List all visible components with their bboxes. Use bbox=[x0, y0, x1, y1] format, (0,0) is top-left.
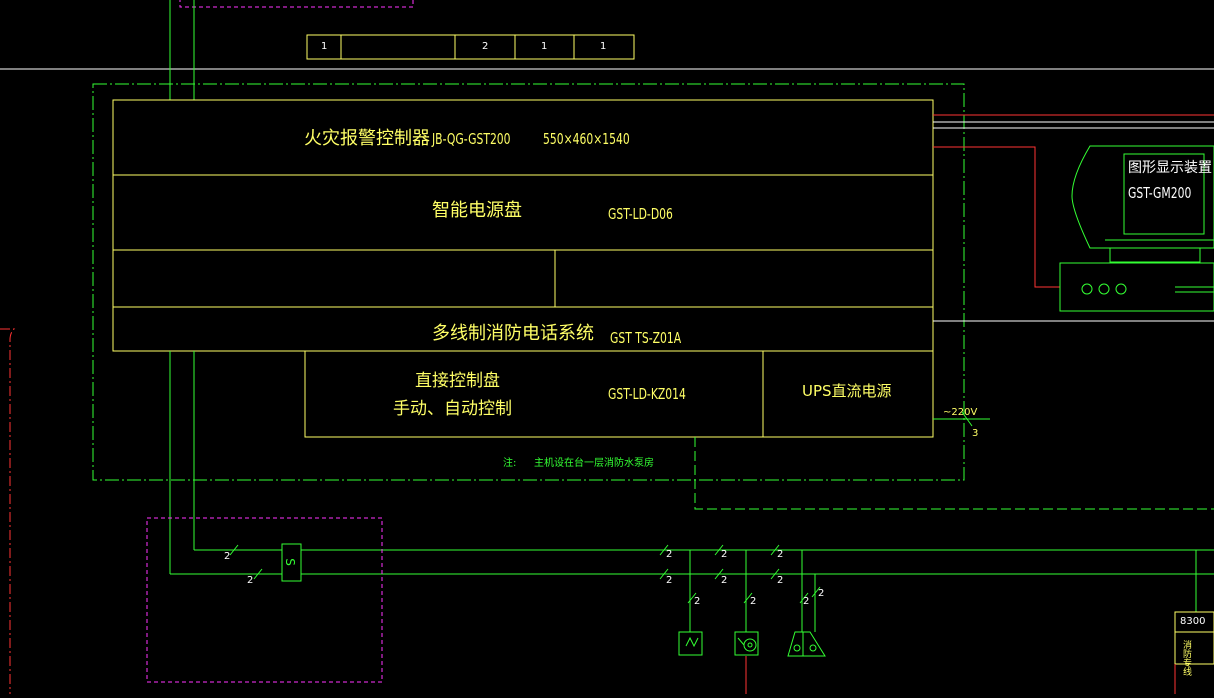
title-cell-5: 1 bbox=[600, 41, 607, 52]
wire-label: 2 bbox=[224, 551, 231, 562]
cabinet-box bbox=[112, 99, 934, 438]
controller-model: JB-QG-GST200 bbox=[432, 130, 511, 148]
wire-ticks bbox=[229, 544, 821, 604]
wire-label: 2 bbox=[803, 596, 810, 607]
direct-panel-name: 直接控制盘 bbox=[415, 371, 500, 391]
cabinet-frame bbox=[92, 83, 965, 481]
direct-panel-model: GST-LD-KZ014 bbox=[608, 385, 686, 403]
wire-label: 2 bbox=[777, 549, 784, 560]
title-cell-3: 2 bbox=[482, 41, 489, 52]
direct-panel-mode: 手动、自动控制 bbox=[393, 399, 512, 419]
title-table bbox=[306, 34, 635, 60]
supply-count: 3 bbox=[972, 428, 979, 439]
wire-label: 2 bbox=[777, 575, 784, 586]
wire-label: 2 bbox=[721, 575, 728, 586]
wire-label: 2 bbox=[818, 588, 825, 599]
note-label: 注: bbox=[503, 458, 517, 469]
wire-label: 2 bbox=[721, 549, 728, 560]
supply-voltage: ~220V bbox=[943, 407, 978, 418]
field-devices bbox=[678, 631, 826, 657]
horn-device-icon bbox=[787, 631, 826, 657]
right-device-code: 8300 bbox=[1180, 616, 1206, 627]
right-device-box bbox=[1174, 611, 1214, 665]
right-device-name: 消防专线 bbox=[1181, 640, 1191, 676]
magenta-area bbox=[146, 517, 383, 683]
monitor-icon bbox=[1059, 145, 1214, 312]
red-dashdot-line bbox=[0, 328, 16, 694]
power-panel-name: 智能电源盘 bbox=[432, 200, 522, 221]
s-module-label: S bbox=[282, 558, 297, 566]
bell-device-icon bbox=[734, 631, 759, 656]
wire-label: 2 bbox=[694, 596, 701, 607]
wire-label: 2 bbox=[666, 575, 673, 586]
wire-label: 2 bbox=[666, 549, 673, 560]
display-name: 图形显示装置 bbox=[1128, 160, 1212, 176]
note-text: 主机设在台一层消防水泵房 bbox=[534, 458, 654, 469]
device-drops bbox=[689, 550, 1197, 632]
dashed-cable bbox=[694, 437, 1214, 510]
title-cell-4: 1 bbox=[541, 41, 548, 52]
phone-system-name: 多线制消防电话系统 bbox=[432, 323, 594, 344]
controller-name: 火灾报警控制器 bbox=[304, 128, 430, 149]
title-cell-1: 1 bbox=[321, 41, 328, 52]
wire-label: 2 bbox=[750, 596, 757, 607]
s-module-box bbox=[281, 543, 302, 582]
supply-line bbox=[933, 411, 990, 427]
controller-size: 550×460×1540 bbox=[543, 130, 630, 148]
top-magenta-box bbox=[179, 0, 414, 8]
ups-label: UPS直流电源 bbox=[802, 382, 892, 400]
switch-device-icon bbox=[678, 631, 703, 656]
display-model: GST-GM200 bbox=[1128, 184, 1192, 202]
power-panel-model: GST-LD-D06 bbox=[608, 205, 673, 223]
phone-system-model: GST TS-Z01A bbox=[610, 329, 682, 347]
wire-label: 2 bbox=[247, 575, 254, 586]
